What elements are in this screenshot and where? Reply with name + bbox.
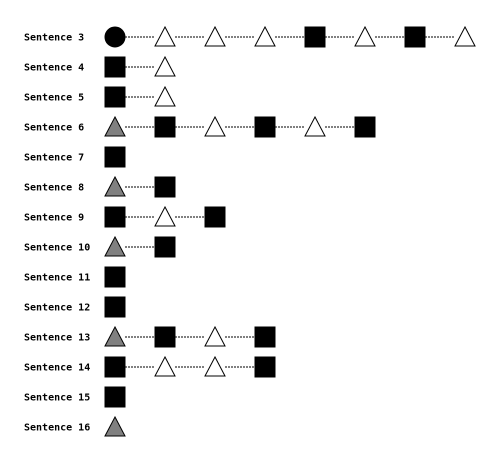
row-label: Sentence 9 [24,213,84,224]
row-label: Sentence 8 [24,183,84,194]
row-1-symbol-5-filled-square [304,26,326,48]
row-label: Sentence 14 [24,363,90,374]
row-label: Sentence 6 [24,123,84,134]
row-11-symbol-1-gray-triangle [104,325,126,347]
row-label: Sentence 7 [24,153,84,164]
row-4-symbol-1-gray-triangle [104,115,126,137]
row-3-symbol-2-open-triangle [154,85,176,107]
row-1-symbol-2-open-triangle [154,25,176,47]
row-6-symbol-1-gray-triangle [104,175,126,197]
row-8-symbol-2-filled-square [154,236,176,258]
row-6-symbol-2-filled-square [154,176,176,198]
row-1-symbol-3-open-triangle [204,25,226,47]
row-7-symbol-3-filled-square [204,206,226,228]
row-7-symbol-1-filled-square [104,206,126,228]
row-5-symbol-1-filled-square [104,146,126,168]
row-label: Sentence 4 [24,63,84,74]
row-14-symbol-1-gray-triangle [104,415,126,437]
row-12-symbol-1-filled-square [104,356,126,378]
row-label: Sentence 3 [24,33,84,44]
row-1-symbol-7-filled-square [404,26,426,48]
row-1-symbol-6-open-triangle [354,25,376,47]
row-2-symbol-2-open-triangle [154,55,176,77]
row-4-symbol-6-filled-square [354,116,376,138]
row-10-symbol-1-filled-square [104,296,126,318]
row-12-symbol-3-open-triangle [204,355,226,377]
row-11-symbol-2-filled-square [154,326,176,348]
row-4-symbol-3-open-triangle [204,115,226,137]
row-9-symbol-1-filled-square [104,266,126,288]
row-label: Sentence 5 [24,93,84,104]
row-4-symbol-5-open-triangle [304,115,326,137]
row-2-symbol-1-filled-square [104,56,126,78]
row-12-symbol-4-filled-square [254,356,276,378]
row-8-symbol-1-gray-triangle [104,235,126,257]
row-label: Sentence 12 [24,303,90,314]
row-11-symbol-3-open-triangle [204,325,226,347]
row-3-symbol-1-filled-square [104,86,126,108]
row-12-symbol-2-open-triangle [154,355,176,377]
row-label: Sentence 10 [24,243,90,254]
row-4-symbol-2-filled-square [154,116,176,138]
row-label: Sentence 13 [24,333,90,344]
row-label: Sentence 15 [24,393,90,404]
row-label: Sentence 16 [24,423,90,434]
row-1-symbol-1-filled-circle [104,26,126,48]
row-13-symbol-1-filled-square [104,386,126,408]
row-11-symbol-4-filled-square [254,326,276,348]
row-label: Sentence 11 [24,273,90,284]
row-1-symbol-8-open-triangle [454,25,476,47]
row-1-symbol-4-open-triangle [254,25,276,47]
row-7-symbol-2-open-triangle [154,205,176,227]
row-4-symbol-4-filled-square [254,116,276,138]
